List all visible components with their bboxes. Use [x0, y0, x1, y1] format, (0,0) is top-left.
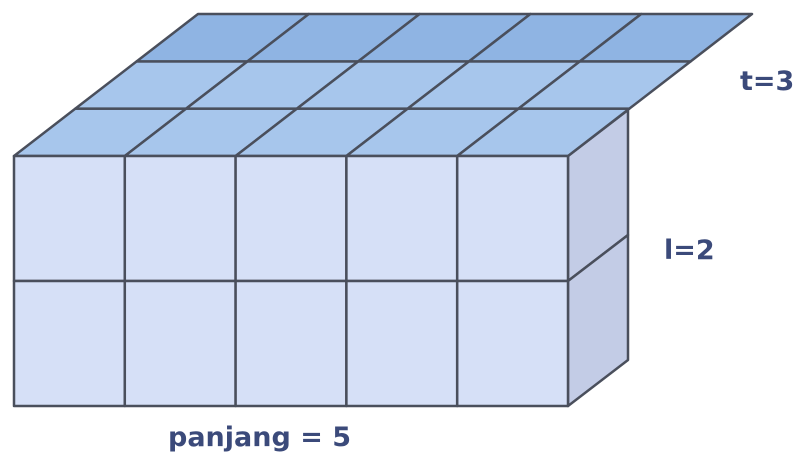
front-face-cell: [12, 154, 127, 283]
front-face-cell: [234, 154, 348, 283]
height-label: t=3: [740, 66, 795, 97]
front-face-cell: [234, 279, 348, 408]
front-face-cell: [455, 279, 570, 408]
front-face-cell: [345, 279, 459, 408]
front-face-cell: [12, 279, 127, 408]
top-face-cell: [578, 12, 754, 63]
front-face-cell: [455, 154, 570, 283]
front-face-cell: [345, 154, 459, 283]
width-label: l=2: [664, 235, 715, 266]
length-label: panjang = 5: [168, 422, 352, 453]
front-face-cell: [123, 154, 237, 283]
front-face-cell: [123, 279, 237, 408]
